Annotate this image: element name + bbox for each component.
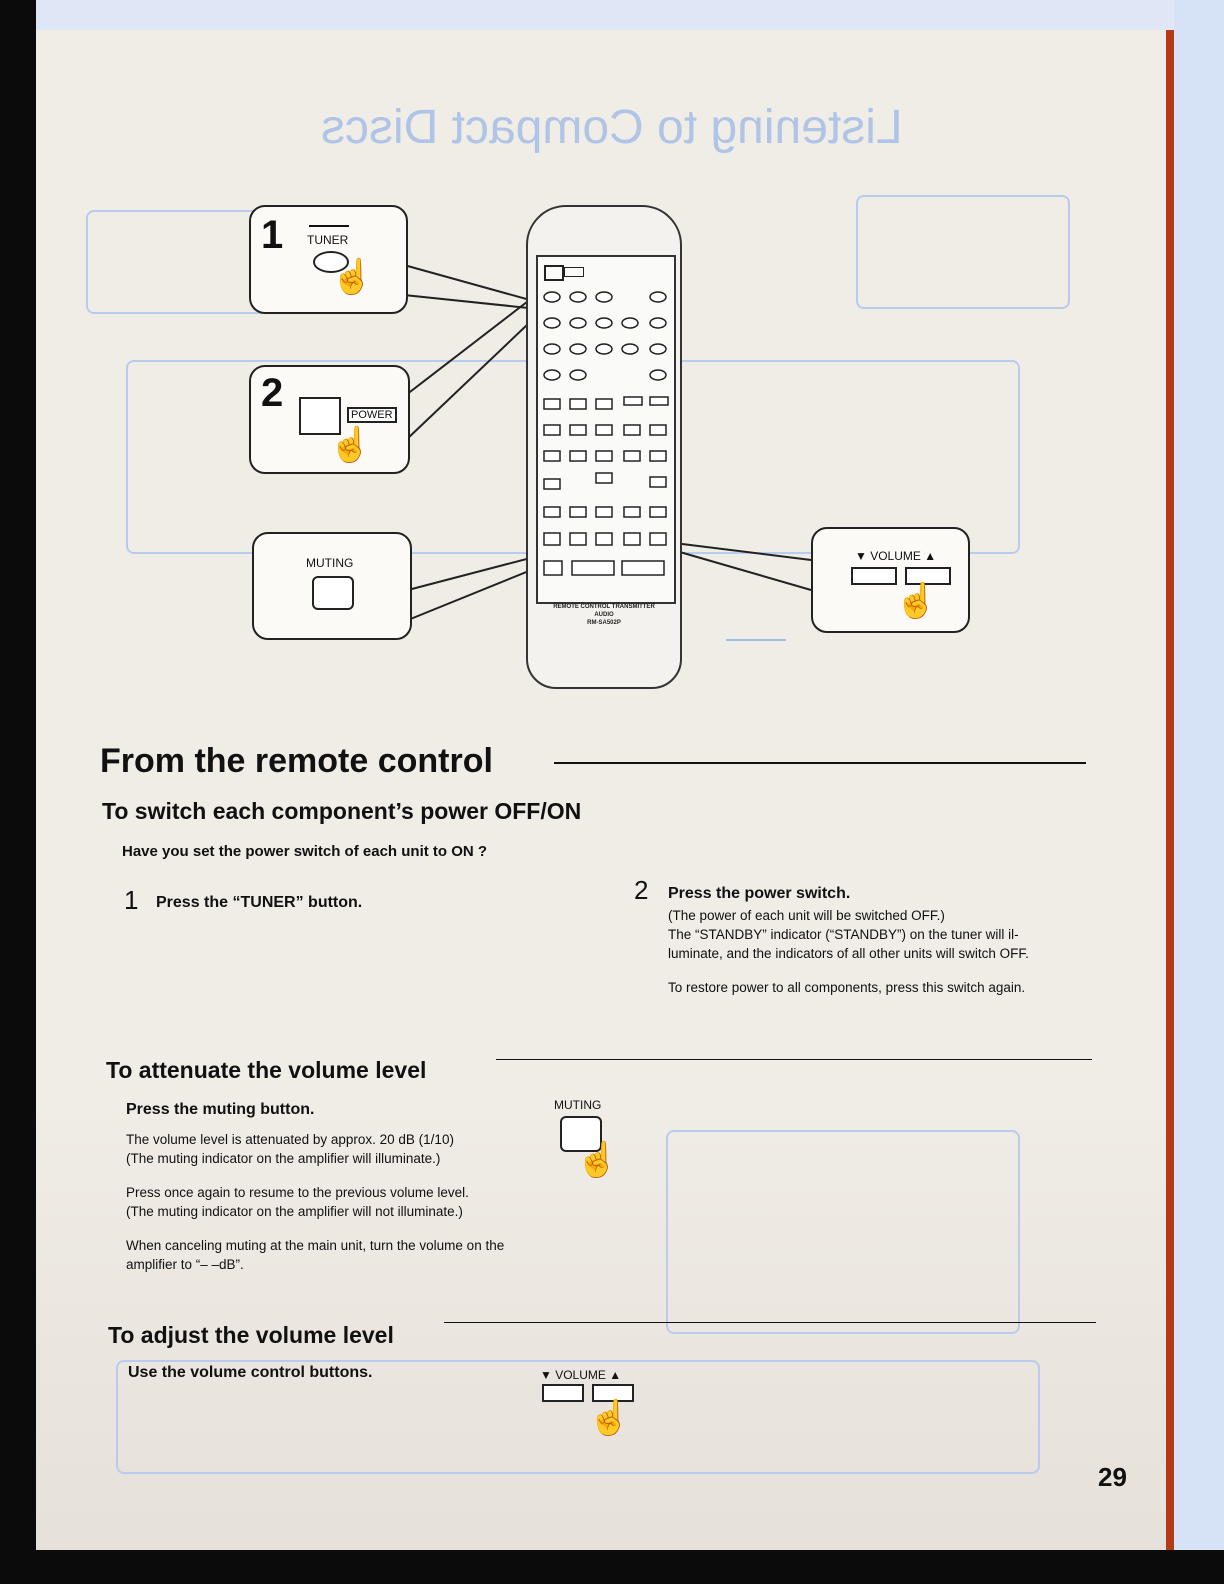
- muting-callout: MUTING: [252, 532, 412, 640]
- step1-instruction: Press the “TUNER” button.: [156, 894, 363, 911]
- step-number: 1: [124, 885, 139, 915]
- muting-label: MUTING: [306, 556, 354, 570]
- pointing-hand-icon: ☝: [576, 1141, 619, 1179]
- volume-down-button[interactable]: [542, 1384, 584, 1402]
- step2-notes: (The power of each unit will be switched…: [668, 908, 1029, 995]
- muting-label: MUTING: [554, 1098, 602, 1112]
- volume-up-button[interactable]: [905, 567, 951, 585]
- pointing-hand-icon: ☝: [588, 1399, 631, 1437]
- volume-instruction: Use the volume control buttons.: [128, 1364, 373, 1381]
- volume-callout: ▼ VOLUME ▲ ☝: [811, 527, 970, 633]
- step2-instruction: Press the power switch.: [668, 885, 851, 902]
- attenuate-notes: The volume level is attenuated by approx…: [126, 1132, 505, 1272]
- tuner-callout: 1 TUNER ☝: [249, 205, 408, 314]
- page-number: 29: [1098, 1462, 1127, 1492]
- scan-background-left: [0, 0, 36, 1584]
- power-button[interactable]: [299, 397, 341, 435]
- step-number: 1: [261, 213, 284, 257]
- volume-up-button[interactable]: [592, 1384, 634, 1402]
- muting-button[interactable]: [560, 1116, 602, 1152]
- power-callout: 2 POWER ☝: [249, 365, 410, 474]
- scan-background-bottom: [0, 1550, 1224, 1584]
- title-rule: [554, 762, 1086, 764]
- power-question: Have you set the power switch of each un…: [122, 843, 488, 860]
- pointing-hand-icon: ☝: [329, 426, 372, 464]
- volume-down-button[interactable]: [851, 567, 897, 585]
- tuner-button[interactable]: [313, 251, 349, 273]
- ghost-diagram-box: [856, 195, 1070, 309]
- remote-face: [536, 255, 676, 604]
- remote-button-grid: [543, 291, 669, 576]
- remote-power-button[interactable]: [544, 265, 564, 281]
- step-number: 2: [634, 875, 649, 905]
- muting-instruction: Press the muting button.: [126, 1101, 315, 1118]
- remote-caption: REMOTE CONTROL TRANSMITTER AUDIO RM-SA50…: [553, 604, 655, 626]
- ghost-diagram-box: [116, 1360, 1040, 1474]
- muting-button[interactable]: [312, 576, 354, 610]
- section-title: From the remote control: [100, 742, 493, 780]
- volume-label: ▼ VOLUME ▲: [855, 549, 937, 563]
- adjust-rule: [444, 1322, 1096, 1323]
- volume-label: ▼ VOLUME ▲: [540, 1368, 622, 1382]
- attenuate-rule: [496, 1059, 1092, 1060]
- ghost-diagram-box: [666, 1130, 1020, 1334]
- switch-power-heading: To switch each component’s power OFF/ON: [102, 798, 582, 824]
- scan-background-right: [1174, 0, 1224, 1584]
- step-number: 2: [261, 371, 284, 415]
- remote-control: REMOTE CONTROL TRANSMITTER AUDIO RM-SA50…: [526, 205, 682, 689]
- pointing-hand-icon: ☝: [331, 258, 374, 296]
- adjust-heading: To adjust the volume level: [108, 1322, 394, 1348]
- attenuate-heading: To attenuate the volume level: [106, 1057, 427, 1083]
- tuner-label: TUNER: [307, 233, 349, 247]
- power-label: POWER: [347, 407, 397, 423]
- manual-page: Listening to Compact Discs 1 TUNER ☝ 2 P…: [36, 30, 1174, 1550]
- pointing-hand-icon: ☝: [895, 582, 938, 620]
